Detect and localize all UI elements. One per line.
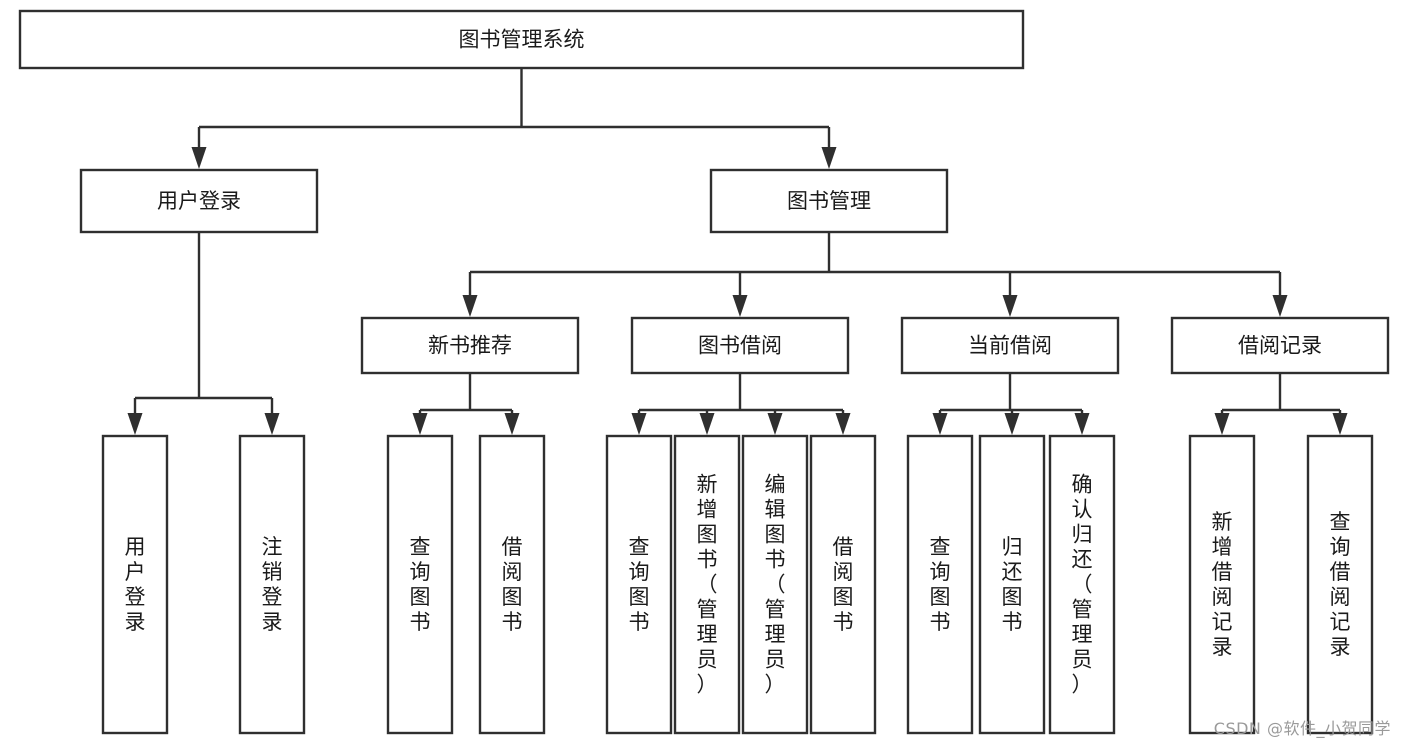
node-leaf-user-login[interactable]: 用户登录 (101, 434, 169, 735)
node-login[interactable]: 用户登录 (79, 168, 319, 234)
node-label: 归还图书 (1002, 535, 1023, 634)
arrowhead-icon (932, 413, 948, 435)
node-box (630, 316, 850, 375)
node-box (605, 434, 673, 735)
node-records[interactable]: 借阅记录 (1170, 316, 1390, 375)
node-leaf-cur-confirm[interactable]: 确认归还（管理员） (1048, 434, 1116, 735)
node-box (741, 434, 809, 735)
arrowhead-icon (1214, 413, 1230, 435)
node-label: 查询图书 (410, 535, 431, 634)
node-label: 借阅图书 (502, 535, 523, 634)
node-box (1048, 434, 1116, 735)
node-box (809, 434, 877, 735)
node-label: 当前借阅 (968, 334, 1052, 358)
node-borrow[interactable]: 图书借阅 (630, 316, 850, 375)
node-current[interactable]: 当前借阅 (900, 316, 1120, 375)
arrowhead-icon (732, 295, 748, 317)
node-label: 图书管理 (787, 189, 871, 213)
nodes-layer: 图书管理系统用户登录图书管理新书推荐图书借阅当前借阅借阅记录用户登录注销登录查询… (18, 9, 1390, 735)
node-box (1188, 434, 1256, 735)
node-label: 新书推荐 (428, 334, 512, 358)
node-box (18, 9, 1025, 70)
node-label: 注销登录 (262, 535, 283, 634)
node-label: 新增图书（管理员） (697, 473, 718, 697)
node-leaf-rec-query[interactable]: 查询借阅记录 (1306, 434, 1374, 735)
arrowhead-icon (1004, 413, 1020, 435)
arrowhead-icon (191, 147, 207, 169)
node-leaf-user-logout[interactable]: 注销登录 (238, 434, 306, 735)
node-leaf-borrow-lend[interactable]: 借阅图书 (809, 434, 877, 735)
node-box (79, 168, 319, 234)
node-box (673, 434, 741, 735)
node-box (478, 434, 546, 735)
node-label: 借阅图书 (833, 535, 854, 634)
node-label: 图书管理系统 (459, 28, 585, 52)
edges-layer (127, 68, 1348, 435)
node-box (906, 434, 974, 735)
node-leaf-borrow-edit[interactable]: 编辑图书（管理员） (741, 434, 809, 735)
arrowhead-icon (127, 413, 143, 435)
node-label: 查询借阅记录 (1330, 510, 1351, 659)
node-leaf-borrow-query[interactable]: 查询图书 (605, 434, 673, 735)
node-label: 图书借阅 (698, 334, 782, 358)
node-label: 用户登录 (125, 535, 146, 634)
node-bookmgmt[interactable]: 图书管理 (709, 168, 949, 234)
node-label: 用户登录 (157, 189, 241, 213)
node-label: 确认归还（管理员） (1072, 473, 1093, 697)
arrowhead-icon (504, 413, 520, 435)
arrowhead-icon (767, 413, 783, 435)
arrowhead-icon (1074, 413, 1090, 435)
node-label: 查询图书 (629, 535, 650, 634)
node-leaf-rec-add[interactable]: 新增借阅记录 (1188, 434, 1256, 735)
node-leaf-cur-return[interactable]: 归还图书 (978, 434, 1046, 735)
node-root[interactable]: 图书管理系统 (18, 9, 1025, 70)
arrowhead-icon (835, 413, 851, 435)
arrowhead-icon (412, 413, 428, 435)
arrowhead-icon (821, 147, 837, 169)
arrowhead-icon (462, 295, 478, 317)
node-leaf-new-query[interactable]: 查询图书 (386, 434, 454, 735)
node-label: 查询图书 (930, 535, 951, 634)
node-leaf-cur-query[interactable]: 查询图书 (906, 434, 974, 735)
node-box (101, 434, 169, 735)
node-box (386, 434, 454, 735)
node-box (978, 434, 1046, 735)
node-label: 借阅记录 (1238, 334, 1322, 358)
arrowhead-icon (1332, 413, 1348, 435)
node-box (1170, 316, 1390, 375)
node-label: 编辑图书（管理员） (765, 473, 786, 697)
node-label: 新增借阅记录 (1212, 510, 1233, 659)
node-newbook[interactable]: 新书推荐 (360, 316, 580, 375)
node-box (1306, 434, 1374, 735)
arrowhead-icon (1002, 295, 1018, 317)
arrowhead-icon (631, 413, 647, 435)
arrowhead-icon (699, 413, 715, 435)
arrowhead-icon (1272, 295, 1288, 317)
node-box (360, 316, 580, 375)
node-box (238, 434, 306, 735)
node-leaf-new-borrow[interactable]: 借阅图书 (478, 434, 546, 735)
node-box (709, 168, 949, 234)
node-leaf-borrow-add[interactable]: 新增图书（管理员） (673, 434, 741, 735)
node-box (900, 316, 1120, 375)
arrowhead-icon (264, 413, 280, 435)
